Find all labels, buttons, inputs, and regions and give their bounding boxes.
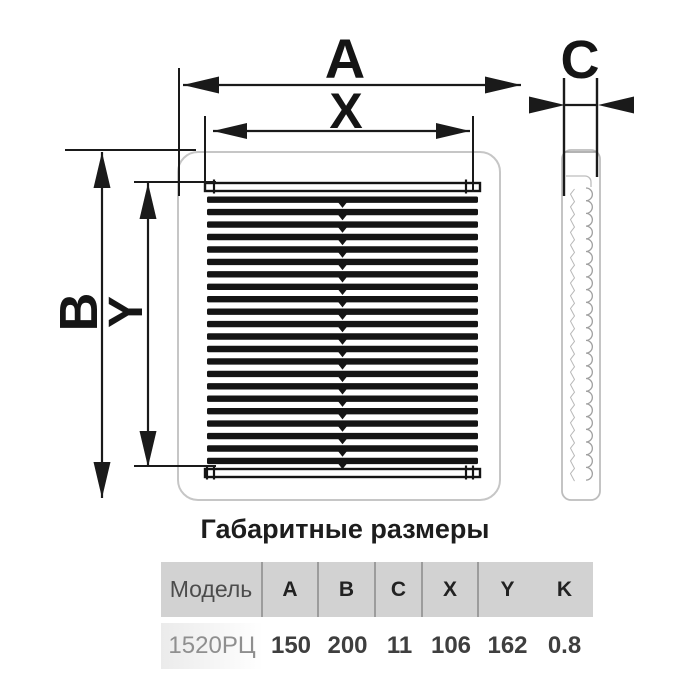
louver-slat (207, 258, 478, 266)
louver-slat (207, 221, 478, 228)
dimension-a: A (178, 27, 521, 196)
louver-slat (207, 196, 478, 203)
dimension-c: C (529, 30, 634, 196)
side-louver-scallops (585, 187, 593, 481)
louver-slats (207, 196, 478, 470)
louver-slat (207, 320, 478, 328)
louver-center-tab (338, 463, 347, 470)
cell-k: 0.8 (547, 632, 582, 659)
header-model: Модель (161, 562, 263, 617)
louver-slat (207, 370, 478, 378)
arrowhead-left (213, 123, 247, 139)
table-header-row: Модель A B C X Y K (161, 562, 593, 617)
arrowhead-right (436, 123, 470, 139)
side-step-line (566, 175, 592, 187)
dimension-x: X (204, 83, 474, 192)
louver-slat (207, 208, 478, 216)
header-a: A (263, 562, 319, 617)
arrowhead-right (485, 76, 521, 94)
louver-slat (207, 345, 478, 353)
louver-slat (207, 246, 478, 253)
dim-label-x: X (329, 83, 362, 139)
louver-slat (207, 271, 478, 278)
cell-y: 162 (487, 632, 528, 659)
arrowhead-up (139, 183, 157, 219)
louver-slat (207, 395, 478, 402)
louver-center-tab (338, 276, 347, 283)
dim-label-y: Y (100, 296, 153, 328)
louver-center-tab (338, 426, 347, 432)
louver-center-tab (338, 351, 347, 358)
arrowhead-up (93, 152, 111, 188)
louver-center-tab (338, 401, 347, 407)
louver-slat (207, 432, 478, 440)
louver-slat (207, 383, 478, 390)
louver-slat (207, 308, 478, 315)
louver-center-tab (338, 413, 347, 420)
louver-slat (207, 283, 478, 290)
arrowhead-down (139, 431, 157, 467)
dim-label-a: A (325, 27, 365, 90)
cell-c: 11 (386, 632, 413, 659)
louver-center-tab (338, 451, 347, 457)
louver-center-tab (338, 301, 347, 308)
dim-label-b: B (49, 293, 109, 332)
side-profile-outline (561, 149, 601, 501)
louver-slat (207, 408, 478, 415)
cell-x: 106 (430, 632, 472, 659)
front-view (177, 151, 501, 501)
cell-a: 150 (270, 632, 312, 659)
louver-center-tab (338, 364, 347, 370)
louver-slat (207, 457, 478, 465)
cell-model: 1520РЦ (161, 623, 263, 669)
dimensions-table: Модель A B C X Y K 1520РЦ 150 200 11 106… (161, 562, 593, 669)
louver-center-tab (338, 264, 347, 271)
arrowhead-down (93, 462, 111, 498)
louver-center-tab (338, 438, 347, 445)
louver-slat (207, 420, 478, 427)
louver-slat (207, 296, 478, 303)
arrowhead-left (183, 76, 219, 94)
louver-center-tab (338, 214, 347, 221)
louver-center-tab (338, 202, 347, 208)
arrowhead-right (598, 96, 634, 114)
page-title: Габаритные размеры (200, 514, 490, 544)
side-louver-sawtooth (569, 188, 576, 482)
louver-center-tab (338, 239, 347, 246)
arrowhead-left (529, 96, 565, 114)
louver-slat (207, 233, 478, 241)
louver-center-tab (338, 289, 347, 295)
side-view (561, 149, 601, 501)
grille-bottom-bar (203, 467, 482, 479)
louver-center-tab (338, 252, 347, 258)
louver-slat (207, 445, 478, 452)
table-row: 1520РЦ 150 200 11 106 162 0.8 (161, 623, 593, 669)
louver-slat (207, 358, 478, 365)
cell-b: 200 (327, 632, 368, 659)
louver-center-tab (338, 388, 347, 395)
louver-center-tab (338, 326, 347, 333)
dim-label-c: C (561, 30, 600, 90)
technical-drawing: A X C B Y (49, 27, 634, 501)
louver-slat (207, 333, 478, 340)
dimension-b: B (49, 149, 196, 498)
header-k: K (556, 577, 573, 601)
header-b: B (319, 562, 376, 617)
louver-center-tab (338, 339, 347, 345)
grille-top-bar (203, 181, 482, 193)
louver-center-tab (338, 376, 347, 383)
header-y: Y (500, 577, 515, 601)
header-c: C (376, 562, 423, 617)
header-x: X (423, 562, 479, 617)
louver-center-tab (338, 227, 347, 233)
dimension-y: Y (100, 181, 216, 467)
louver-center-tab (338, 314, 347, 320)
